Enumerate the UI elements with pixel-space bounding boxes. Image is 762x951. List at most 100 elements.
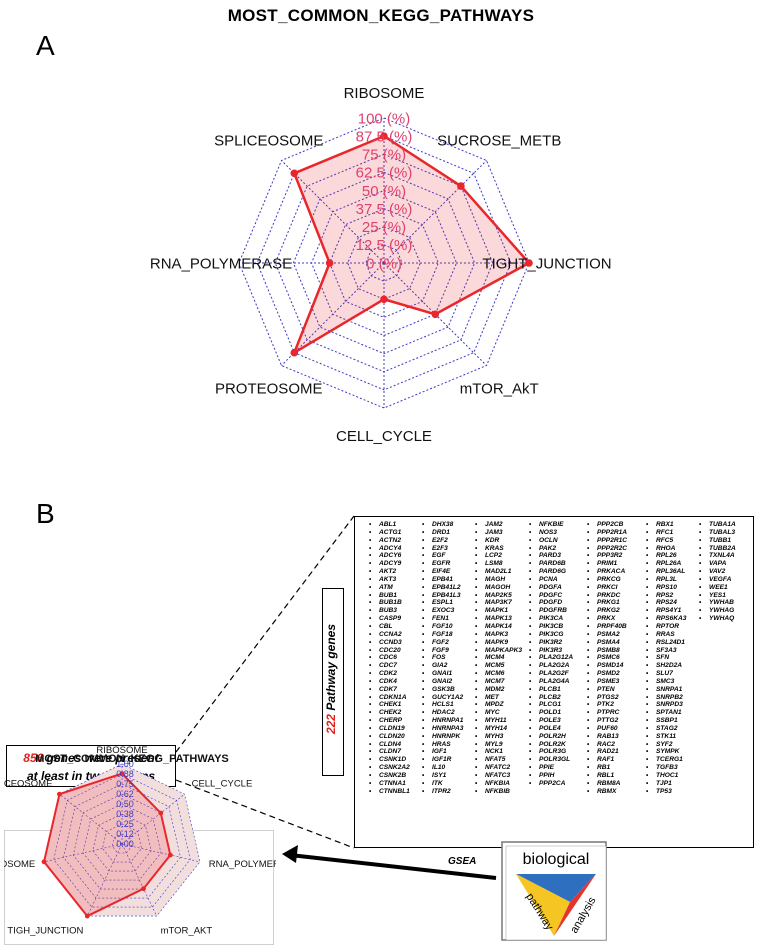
tick-label: 0.75 — [116, 779, 134, 789]
gene-name: ADCY9 — [369, 560, 410, 568]
gene-name: NFKBIE — [529, 521, 573, 529]
gene-name: JAM3 — [475, 529, 522, 537]
gene-name: CBL — [369, 623, 410, 631]
gene-name: VAPA — [699, 560, 736, 568]
gene-name: MAD2L1 — [475, 568, 522, 576]
gene-name: ACTG1 — [369, 529, 410, 537]
gene-column: NFKBIENOS3OCLNPAK2PARD3PARD6BPARD6GPCNAP… — [529, 521, 573, 788]
gene-name: DHX38 — [422, 521, 463, 529]
gene-name: PCNA — [529, 576, 573, 584]
axis-spoke — [281, 160, 385, 264]
gene-name: PRKCI — [587, 584, 627, 592]
gene-name: ITK — [422, 780, 463, 788]
gene-name: WEE1 — [699, 584, 736, 592]
gene-name: E2F2 — [422, 537, 463, 545]
gene-name: CLDN20 — [369, 733, 410, 741]
biological-pathway-analysis-logo: biological pathway analysis — [501, 841, 607, 941]
data-point — [290, 169, 299, 178]
axis-label: SPLICEOSOME — [214, 133, 323, 150]
tick-label: 12.5 (%) — [356, 237, 413, 254]
gene-name: PSMD2 — [587, 670, 627, 678]
gene-name: RPL36AL — [646, 568, 686, 576]
data-point — [290, 348, 299, 357]
gene-name: MYC — [475, 709, 522, 717]
gene-name: PLCB1 — [529, 686, 573, 694]
grid-ring — [102, 823, 142, 863]
grid-ring — [329, 208, 439, 318]
gene-name: GNAI1 — [422, 670, 463, 678]
gene-name: PLA2G4A — [529, 678, 573, 686]
radar-chart-b: 0.000.120.250.380.500.620.750.881.00RIBO… — [4, 745, 276, 937]
gene-name: RPTOR — [646, 623, 686, 631]
gene-name: RHOA — [646, 545, 686, 553]
gene-name: PTGS2 — [587, 694, 627, 702]
data-point — [119, 771, 125, 776]
gene-name: PRPF40B — [587, 623, 627, 631]
gene-name: MAPK3 — [475, 631, 522, 639]
tick-label: 87.5 (%) — [356, 128, 413, 145]
tick-label: 25 (%) — [362, 219, 406, 236]
chart-background — [44, 764, 200, 917]
data-point — [41, 859, 47, 865]
radar-chart-a: 0 (%)12.5 (%)25 (%)37.5 (%)50 (%)62.5 (%… — [150, 85, 612, 445]
gene-column: JAM2JAM3KDRKRASLCP2LSM8MAD2L1MAGHMAGOHMA… — [475, 521, 522, 796]
gene-name: OCLN — [529, 537, 573, 545]
gene-name: TCERG1 — [646, 756, 686, 764]
axis-label: mTOR_AkT — [460, 380, 539, 397]
gene-name: IL10 — [422, 764, 463, 772]
panel-a-letter: A — [36, 30, 55, 61]
gene-name: RAC2 — [587, 741, 627, 749]
gene-name: MET — [475, 694, 522, 702]
gene-name: EPB41L2 — [422, 584, 463, 592]
gene-name: PARD6G — [529, 568, 573, 576]
gene-name: POLR2K — [529, 741, 573, 749]
gene-name: NCK1 — [475, 748, 522, 756]
gene-name: KDR — [475, 537, 522, 545]
tick-label: 0.50 — [116, 799, 134, 809]
gene-name: YWHAB — [699, 599, 736, 607]
gene-name: PDGFC — [529, 592, 573, 600]
gene-name: CDC6 — [369, 654, 410, 662]
gene-name: RSL24D1 — [646, 639, 686, 647]
gene-name: FEN1 — [422, 615, 463, 623]
gene-name: ATM — [369, 584, 410, 592]
gene-name: RPL3L — [646, 576, 686, 584]
gene-name: MAPK14 — [475, 623, 522, 631]
tick-label: 0.62 — [116, 789, 134, 799]
gene-name: NFKBIA — [475, 780, 522, 788]
gene-name: RPL26 — [646, 552, 686, 560]
gene-name: PSME3 — [587, 678, 627, 686]
gene-name: TUBAL3 — [699, 529, 736, 537]
gsea-label: GSEA — [448, 856, 477, 867]
gene-name: SF3A3 — [646, 647, 686, 655]
gene-name: PAK2 — [529, 545, 573, 553]
gene-name: MAPKAPK3 — [475, 647, 522, 655]
data-point — [158, 810, 164, 816]
panel-b-letter: B — [36, 498, 55, 529]
gene-name: CSNK2B — [369, 772, 410, 780]
gene-name: EGFR — [422, 560, 463, 568]
gene-name: NOS3 — [529, 529, 573, 537]
gene-name: HNRNPK — [422, 733, 463, 741]
gene-name: THOC1 — [646, 772, 686, 780]
tick-label: 50 (%) — [362, 183, 406, 200]
gene-name: PLA2G12A — [529, 654, 573, 662]
gene-name: EPB41 — [422, 576, 463, 584]
gene-name: HCLS1 — [422, 701, 463, 709]
axis-label: CELL_CYCLE — [336, 428, 432, 445]
gene-name: NFATC2 — [475, 764, 522, 772]
gene-name: PTK2 — [587, 701, 627, 709]
gene-name: PARD6B — [529, 560, 573, 568]
gene-name: AKT2 — [369, 568, 410, 576]
axis-label: SUCROSE_METB — [437, 133, 561, 150]
gene-name: PTPRC — [587, 709, 627, 717]
gene-name: PRKDC — [587, 592, 627, 600]
data-point — [141, 886, 146, 892]
gene-name: PLCG1 — [529, 701, 573, 709]
gene-name: POLE3 — [529, 717, 573, 725]
chart-a-title: MOST_COMMON_KEGG_PATHWAYS — [227, 6, 535, 25]
gene-name: ITPR2 — [422, 788, 463, 796]
gene-name: GSK3B — [422, 686, 463, 694]
gene-name: MCM6 — [475, 670, 522, 678]
gene-name: MAPK9 — [475, 639, 522, 647]
